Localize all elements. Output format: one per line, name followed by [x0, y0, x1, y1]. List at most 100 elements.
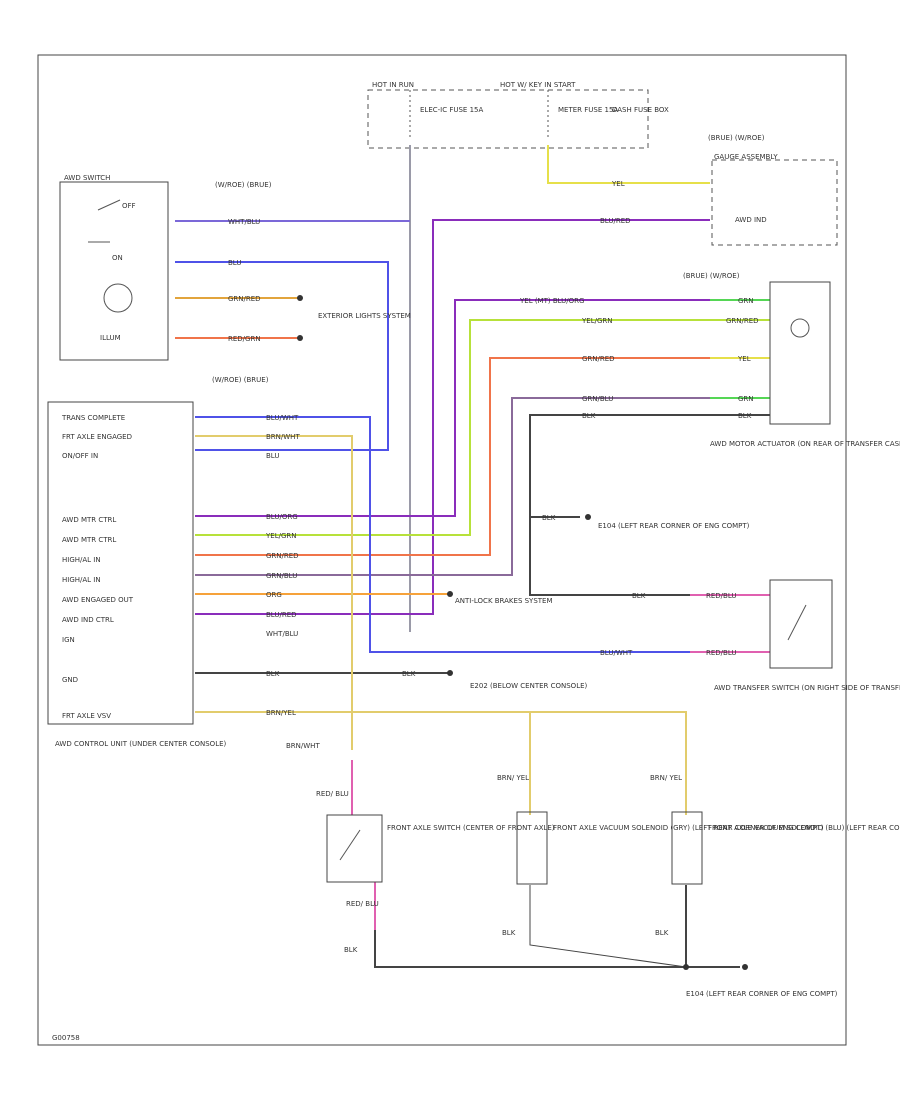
wire-yel-gauge — [547, 145, 710, 184]
cu-wire-label: BLU/RED — [266, 611, 297, 619]
wire-brn-yel — [195, 711, 687, 815]
actuator-wire-out-3: YEL — [737, 355, 751, 363]
awd-switch-title: AWD SWITCH — [64, 174, 110, 182]
control-wire-labels: BLU/WHT BRN/WHT BLU BLU/ORG YEL/GRN GRN/… — [265, 414, 300, 717]
cu-wire-label: BRN/WHT — [266, 433, 300, 441]
cu-wire-label: BLK — [266, 670, 280, 678]
diagram-frame — [37, 54, 847, 1046]
gauge-title: GAUGE ASSEMBLY — [714, 153, 778, 161]
solenoid1-wire: BRN/ YEL — [497, 774, 529, 782]
actuator-wire-in-1: YEL (MT) BLU/ORG — [519, 297, 584, 305]
wire-sol1-gnd — [529, 885, 687, 968]
front-axle-in-label: BRN/WHT — [286, 742, 320, 750]
vacuum-solenoid-blu: BRN/ YEL FRONT AXLE VACUUM SOLENOID (BLU… — [650, 774, 900, 937]
actuator-wire-in-4: GRN/BLU — [582, 395, 613, 403]
awd-switch: AWD SWITCH (W/ROE) (BRUE) OFF ON ILLUM W… — [59, 174, 303, 361]
gauge-assembly: (BRUE) (W/ROE) GAUGE ASSEMBLY AWD IND YE… — [600, 134, 838, 246]
ground-e104-bottom: BLK E104 (LEFT REAR CORNER OF ENG COMPT) — [344, 946, 838, 998]
bottom-ground-wire-label: BLK — [344, 946, 358, 954]
actuator-wire-out-5: BLK — [738, 412, 752, 420]
cu-wire-label: BRN/YEL — [266, 709, 296, 717]
ground-icon — [585, 514, 591, 520]
exterior-lights-label: EXTERIOR LIGHTS SYSTEM — [318, 312, 411, 320]
gauge-conn: (BRUE) (W/ROE) — [708, 134, 765, 142]
pin-label: AWD IND CTRL — [62, 616, 114, 624]
pin-label: HIGH/AL IN — [62, 556, 101, 564]
hot-run-label: HOT IN RUN — [372, 81, 414, 89]
awd-wire-1: WHT/BLU — [228, 218, 260, 226]
wires — [175, 145, 770, 968]
ground-icon — [447, 670, 453, 676]
pin-label: FRT AXLE VSV — [62, 712, 111, 720]
ground-e104-label: E104 (LEFT REAR CORNER OF ENG COMPT) — [598, 522, 750, 530]
wire-awd-sw-2 — [175, 261, 389, 451]
pin-labels: TRANS COMPLETE FRT AXLE ENGAGED ON/OFF I… — [61, 414, 134, 720]
front-axle-switch-title: FRONT AXLE SWITCH (CENTER OF FRONT AXLE) — [387, 824, 555, 832]
wire-sol2-gnd — [685, 885, 740, 968]
wire-actuator-4 — [195, 397, 710, 576]
transfer-wire-in-2: BLU/WHT — [600, 649, 633, 657]
actuator-wire-out-2: GRN/RED — [726, 317, 759, 325]
awd-control-unit: (W/ROE) (BRUE) AWD CONTROL UNIT (UNDER C… — [47, 376, 300, 748]
awd-motor-actuator: (BRUE) (W/ROE) AWD MOTOR ACTUATOR (ON RE… — [519, 272, 900, 448]
wire-blu-red-gauge — [195, 219, 710, 615]
transfer-switch-title: AWD TRANSFER SWITCH (ON RIGHT SIDE OF TR… — [714, 684, 900, 692]
solenoid1-title: FRONT AXLE VACUUM SOLENOID (GRY) (LEFT R… — [553, 824, 824, 832]
actuator-wire-in-5: BLK — [582, 412, 596, 420]
actuator-wire-in-3: GRN/RED — [582, 355, 615, 363]
control-unit-conn: (W/ROE) (BRUE) — [212, 376, 269, 384]
left-ground-wire-label: BLK — [402, 670, 416, 678]
actuator-conn: (BRUE) (W/ROE) — [683, 272, 740, 280]
cu-wire-label: BLU/ORG — [266, 513, 298, 521]
front-axle-wire-top: RED/ BLU — [316, 790, 349, 798]
pin-label: TRANS COMPLETE — [61, 414, 125, 422]
pin-label: AWD MTR CTRL — [62, 516, 116, 524]
fuse2-label: METER FUSE 15A — [558, 106, 618, 114]
cu-wire-label: BLU/WHT — [266, 414, 299, 422]
awd-wire-4: RED/GRN — [228, 335, 261, 343]
cu-wire-label: WHT/BLU — [266, 630, 298, 638]
splice-dot — [297, 295, 303, 301]
awd-switch-on: ON — [112, 254, 123, 262]
awd-switch-conn: (W/ROE) (BRUE) — [215, 181, 272, 189]
ground-e104b-label: E104 (LEFT REAR CORNER OF ENG COMPT) — [686, 990, 838, 998]
actuator-wire-in-2: YEL/GRN — [581, 317, 612, 325]
transfer-wire-in-1: BLK — [632, 592, 646, 600]
front-axle-wire-bottom: RED/ BLU — [346, 900, 379, 908]
hot-acc-label: HOT W/ KEY IN START — [500, 81, 576, 89]
actuator-wire-out-4: GRN — [738, 395, 754, 403]
ground-e104: BLK E104 (LEFT REAR CORNER OF ENG COMPT) — [542, 514, 750, 530]
fuse-box: HOT IN RUN HOT W/ KEY IN START ELEC-IC F… — [367, 81, 669, 149]
cu-wire-label: GRN/RED — [266, 552, 299, 560]
diagram-code: G00758 — [52, 1034, 80, 1042]
ground-icon — [742, 964, 748, 970]
dash-fuse-box-label: DASH FUSE BOX — [612, 106, 669, 114]
cu-wire-label: ORG — [266, 591, 282, 599]
transfer-wire-out-2: RED/BLU — [706, 649, 737, 657]
pin-label: ON/OFF IN — [62, 452, 98, 460]
awd-switch-illum: ILLUM — [100, 334, 121, 342]
gauge-awd-ind: AWD IND — [735, 216, 767, 224]
cu-wire-label: BLU — [266, 452, 279, 460]
awd-wire-2: BLU — [228, 259, 241, 267]
abs-system: ANTI-LOCK BRAKES SYSTEM — [447, 591, 553, 605]
front-axle-switch: BRN/WHT RED/ BLU RED/ BLU FRONT AXLE SWI… — [286, 742, 555, 908]
pin-label: AWD MTR CTRL — [62, 536, 116, 544]
wire-actuator-blk — [529, 414, 770, 596]
wire-brn-wht — [195, 435, 353, 750]
awd-transfer-switch: BLK BLU/WHT RED/BLU RED/BLU AWD TRANSFER… — [600, 579, 900, 692]
wire-actuator-2 — [195, 319, 710, 536]
splice-dot — [683, 964, 689, 970]
splice-dot — [447, 591, 453, 597]
solenoid2-ground: BLK — [655, 929, 669, 937]
ground-e202: BLK E202 (BELOW CENTER CONSOLE) — [402, 670, 588, 690]
actuator-title: AWD MOTOR ACTUATOR (ON REAR OF TRANSFER … — [710, 440, 900, 448]
wire-actuator-3 — [195, 357, 710, 556]
pin-label: AWD ENGAGED OUT — [62, 596, 134, 604]
fuse1-label: ELEC-IC FUSE 15A — [420, 106, 483, 114]
cu-wire-label: YEL/GRN — [265, 532, 296, 540]
gauge-wire-yel: YEL — [611, 180, 625, 188]
solenoid2-title: FRONT AXLE VACUUM SOLENOID (BLU) (LEFT R… — [708, 824, 900, 832]
motor-icon — [790, 318, 810, 338]
